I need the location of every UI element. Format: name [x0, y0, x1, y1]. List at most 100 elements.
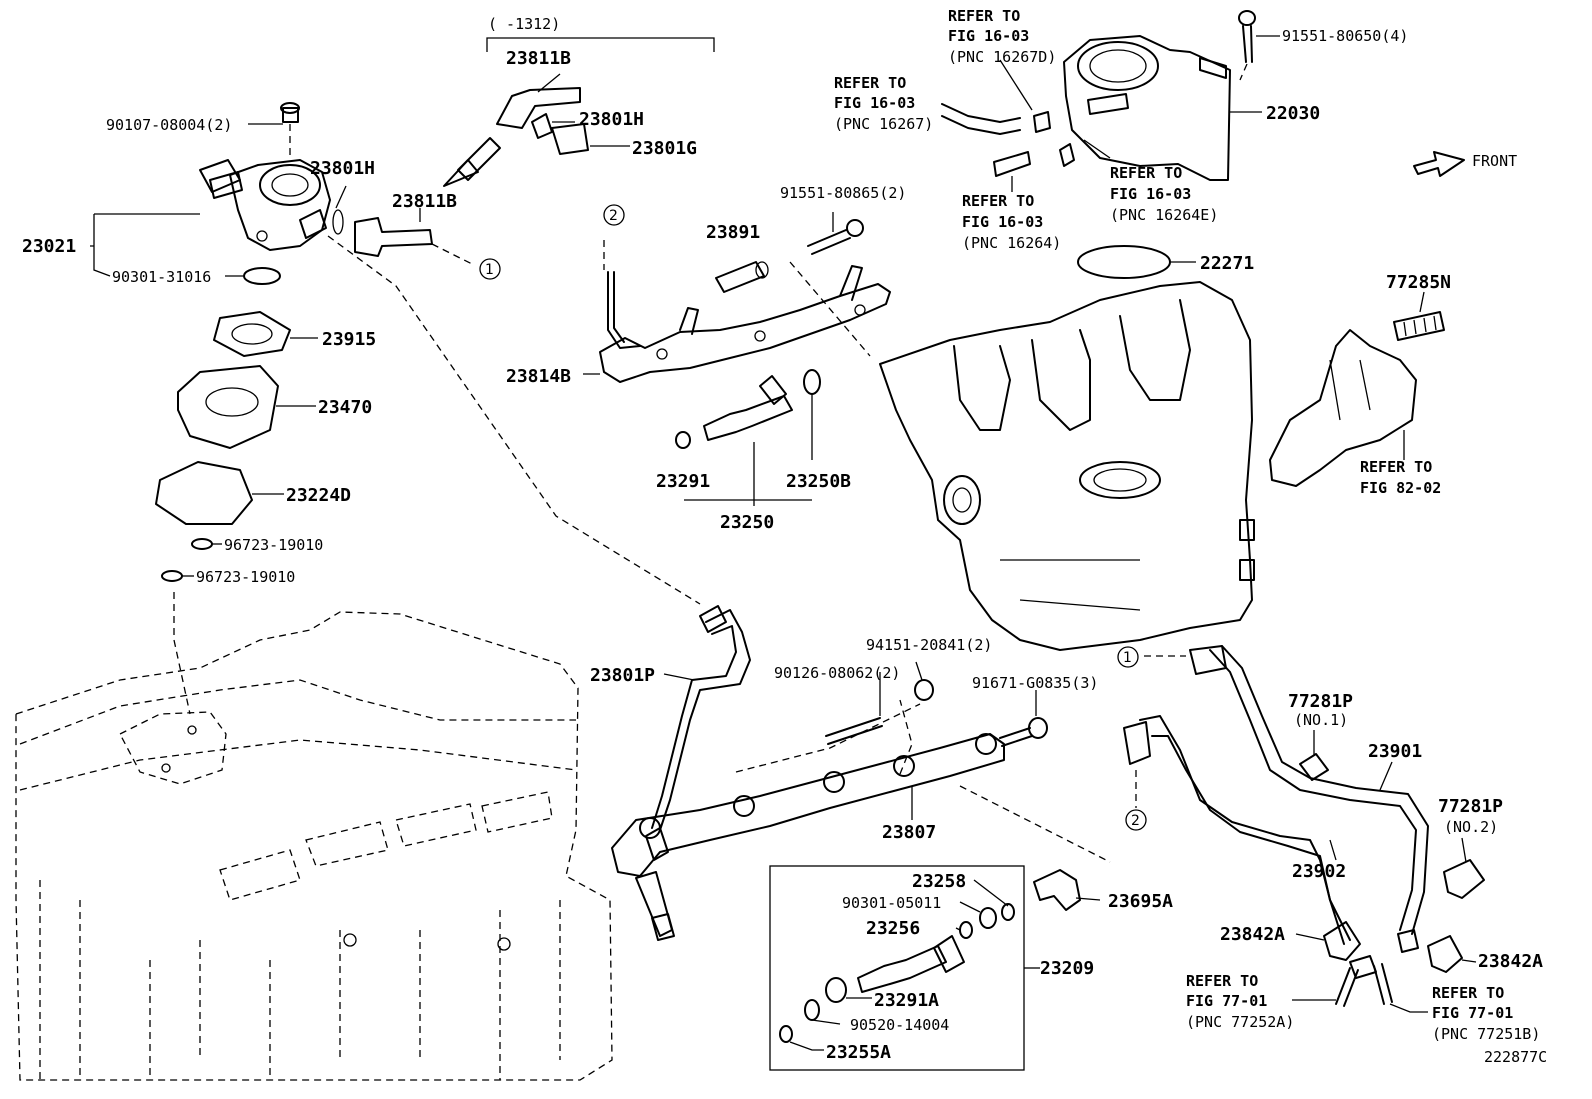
- label-23256: 23256: [866, 918, 920, 939]
- figure-code: 222877C: [1484, 1048, 1547, 1066]
- callout-2-top: 2: [603, 204, 625, 226]
- ref-16264-line1: REFER TO: [962, 192, 1034, 210]
- front-arrow: FRONT: [1413, 151, 1517, 177]
- label-23021: 23021: [22, 236, 76, 257]
- label-77281P-1: 77281P: [1288, 691, 1353, 712]
- callout-1-top: 1: [479, 258, 501, 280]
- pipe-ends-77-01: [1335, 963, 1393, 1007]
- ref-77252A-line3: (PNC 77252A): [1186, 1013, 1294, 1031]
- engine-block: [15, 611, 613, 1081]
- delivery-pipe-23814B: [599, 265, 891, 383]
- ref-16267-line1: REFER TO: [834, 74, 906, 92]
- injector-23250: [675, 369, 821, 449]
- label-77281P-2-note: (NO.2): [1444, 818, 1498, 836]
- label-90301-05011: 90301-05011: [842, 894, 941, 912]
- ref-16264-line3: (PNC 16264): [962, 234, 1061, 252]
- ref-82-02: REFER TO FIG 82-02: [1360, 458, 1441, 497]
- throttle-body-22030: [1063, 35, 1231, 181]
- label-23250B: 23250B: [786, 471, 851, 492]
- ref-16264-line2: FIG 16-03: [962, 213, 1043, 231]
- intake-manifold: [879, 281, 1255, 651]
- label-23695A: 23695A: [1108, 891, 1173, 912]
- ref-77251B-line2: FIG 77-01: [1432, 1004, 1513, 1022]
- ref-77251B-line3: (PNC 77251B): [1432, 1025, 1540, 1043]
- bolt-91551-80865: [807, 219, 864, 255]
- ref-16267-line2: FIG 16-03: [834, 94, 915, 112]
- label-23814B: 23814B: [506, 366, 571, 387]
- bolt-91551-80650: [1238, 10, 1256, 81]
- ref-16267-line3: (PNC 16267): [834, 115, 933, 133]
- label-23901: 23901: [1368, 741, 1422, 762]
- label-22030: 22030: [1266, 103, 1320, 124]
- date-bracket: ( -1312): [486, 15, 715, 52]
- hose-fitting-top: [443, 87, 589, 187]
- label-94151: 94151-20841(2): [866, 636, 992, 654]
- fuel-hose-23902: [1123, 715, 1351, 945]
- fuel-pipe-23801P: [645, 605, 751, 861]
- front-label: FRONT: [1472, 152, 1517, 170]
- ref-82-02-line2: FIG 82-02: [1360, 479, 1441, 497]
- seal-ring-23224D: [155, 461, 253, 525]
- label-90126: 90126-08062(2): [774, 664, 900, 682]
- label-23801H-left: 23801H: [310, 158, 375, 179]
- label-23807: 23807: [882, 822, 936, 843]
- date-bracket-text: ( -1312): [488, 15, 560, 33]
- callout-1-right: 1: [1117, 646, 1139, 668]
- callout-2-top-text: 2: [609, 208, 618, 224]
- label-91671: 91671-G0835(3): [972, 674, 1098, 692]
- label-23891: 23891: [706, 222, 760, 243]
- label-91551-80865: 91551-80865(2): [780, 184, 906, 202]
- label-90301-31016: 90301-31016: [112, 268, 211, 286]
- label-77281P-2: 77281P: [1438, 796, 1503, 817]
- label-23811B-mid: 23811B: [392, 191, 457, 212]
- callout-2-right-text: 2: [1131, 813, 1140, 829]
- ref-16264E: REFER TO FIG 16-03 (PNC 16264E): [1110, 164, 1218, 224]
- connectors-23842A: [1323, 921, 1463, 979]
- label-23902: 23902: [1292, 861, 1346, 882]
- label-77281P-1-note: (NO.1): [1294, 711, 1348, 729]
- ref-16264E-line2: FIG 16-03: [1110, 185, 1191, 203]
- ref-82-02-line1: REFER TO: [1360, 458, 1432, 476]
- bracket-77285N: [1269, 311, 1445, 487]
- o-ring-90301-31016: [243, 267, 281, 285]
- callout-2-right: 2: [1125, 809, 1147, 831]
- label-23801G: 23801G: [632, 138, 697, 159]
- ref-16267D-line1: REFER TO: [948, 7, 1020, 25]
- label-96723-b: 96723-19010: [196, 568, 295, 586]
- ref-16267D-line3: (PNC 16267D): [948, 48, 1056, 66]
- ref-16267D-line2: FIG 16-03: [948, 27, 1029, 45]
- label-23801P: 23801P: [590, 665, 655, 686]
- high-pressure-pump: [199, 159, 331, 251]
- label-91551-80650: 91551-80650(4): [1282, 27, 1408, 45]
- label-23224D: 23224D: [286, 485, 351, 506]
- label-23291: 23291: [656, 471, 710, 492]
- callout-1-top-text: 1: [485, 262, 494, 278]
- ref-77251B: REFER TO FIG 77-01 (PNC 77251B): [1432, 984, 1540, 1043]
- label-23801H-top: 23801H: [579, 109, 644, 130]
- ref-16264: REFER TO FIG 16-03 (PNC 16264): [962, 192, 1061, 252]
- union-bolt: [280, 102, 300, 158]
- label-23915: 23915: [322, 329, 376, 350]
- label-23291A: 23291A: [874, 990, 939, 1011]
- pump-outlet-fitting: [332, 209, 433, 257]
- callout-1-right-text: 1: [1123, 650, 1132, 666]
- label-23209: 23209: [1040, 958, 1094, 979]
- hoses-throttle: [941, 103, 1075, 177]
- label-96723-a: 96723-19010: [224, 536, 323, 554]
- label-90107: 90107-08004(2): [106, 116, 232, 134]
- ref-77252A-line1: REFER TO: [1186, 972, 1258, 990]
- clip-23695A: [1033, 869, 1081, 911]
- spacer-23891: [715, 261, 769, 293]
- gasket-22271: [1077, 245, 1171, 279]
- ref-16264E-line1: REFER TO: [1110, 164, 1182, 182]
- fuel-hose-23901: [1189, 645, 1429, 935]
- ref-77251B-line1: REFER TO: [1432, 984, 1504, 1002]
- label-23842A-left: 23842A: [1220, 924, 1285, 945]
- label-23258: 23258: [912, 871, 966, 892]
- fuel-rail-23807: [611, 733, 1005, 941]
- label-23811B-top: 23811B: [506, 48, 571, 69]
- label-90520: 90520-14004: [850, 1016, 949, 1034]
- label-23842A-right: 23842A: [1478, 951, 1543, 972]
- label-77285N: 77285N: [1386, 272, 1451, 293]
